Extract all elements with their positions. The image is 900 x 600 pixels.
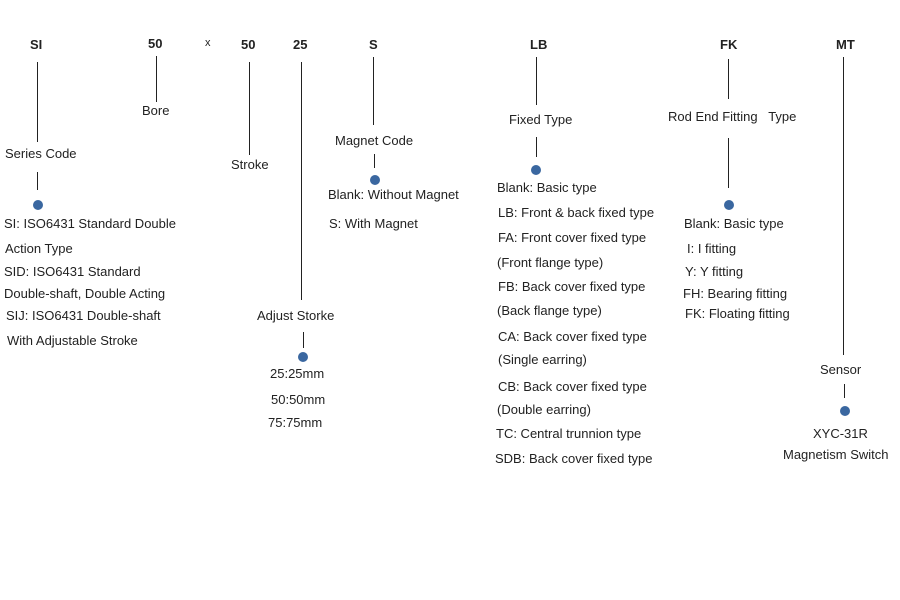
fixed-option: FA: Front cover fixed type: [498, 230, 647, 245]
fixed-option: CB: Back cover fixed type: [498, 379, 647, 394]
sensor-option: Magnetism Switch: [783, 447, 889, 462]
code-fixed: LB: [530, 37, 548, 52]
sensor-label: Sensor: [820, 362, 862, 377]
magnet-option: Blank: Without Magnet: [328, 187, 459, 202]
fixed-option: (Back flange type): [497, 303, 602, 318]
adjust-label: Adjust Storke: [257, 308, 335, 323]
series-option: With Adjustable Stroke: [7, 333, 138, 348]
series-option: Double-shaft, Double Acting: [4, 286, 166, 301]
series-connector-top: [37, 62, 38, 142]
code-sensor: MT: [836, 37, 855, 52]
magnet-label: Magnet Code: [335, 133, 414, 148]
sensor-connector-bottom: [844, 384, 845, 398]
fixed-option: (Single earring): [498, 352, 587, 367]
fixed-option: (Double earring): [497, 402, 591, 417]
fixed-option: SDB: Back cover fixed type: [495, 451, 653, 466]
sensor-option: XYC-31R: [813, 426, 868, 441]
adjust-connector-top: [301, 62, 302, 300]
bore-label: Bore: [142, 103, 170, 118]
adjust-dot: [298, 352, 308, 362]
fixed-option: CA: Back cover fixed type: [498, 329, 647, 344]
code-magnet: S: [369, 37, 378, 52]
rod-end-option: Y: Y fitting: [685, 264, 744, 279]
fixed-option: Blank: Basic type: [497, 180, 597, 195]
bore-connector: [156, 56, 157, 102]
series-dot: [33, 200, 43, 210]
fixed-option: (Front flange type): [497, 255, 604, 270]
rod-end-connector-top: [728, 59, 729, 99]
rod-end-option: FH: Bearing fitting: [683, 286, 788, 301]
adjust-connector-bottom: [303, 332, 304, 348]
adjust-option: 25:25mm: [270, 366, 325, 381]
code-adjust: 25: [293, 37, 308, 52]
fixed-dot: [531, 165, 541, 175]
fixed-option: LB: Front & back fixed type: [498, 205, 655, 220]
series-option: SI: ISO6431 Standard Double: [4, 216, 177, 231]
rod-end-dot: [724, 200, 734, 210]
sensor-connector-top: [843, 57, 844, 355]
fixed-option: FB: Back cover fixed type: [498, 279, 646, 294]
code-stroke: 50: [241, 37, 256, 52]
fixed-option: TC: Central trunnion type: [496, 426, 642, 441]
rod-end-label: Rod End Fitting Type: [668, 109, 797, 124]
adjust-option: 75:75mm: [268, 415, 323, 430]
fixed-label: Fixed Type: [509, 112, 573, 127]
magnet-connector-bottom: [374, 154, 375, 168]
series-label: Series Code: [5, 146, 77, 161]
series-option: Action Type: [5, 241, 73, 256]
fixed-connector-top: [536, 57, 537, 105]
code-times: x: [205, 37, 211, 49]
rod-end-option: I: I fitting: [687, 241, 737, 256]
magnet-dot: [370, 175, 380, 185]
stroke-label: Stroke: [231, 157, 269, 172]
code-series: SI: [30, 37, 43, 52]
series-option: SIJ: ISO6431 Double-shaft: [6, 308, 161, 323]
fixed-connector-bottom: [536, 137, 537, 157]
adjust-option: 50:50mm: [271, 392, 326, 407]
series-option: SID: ISO6431 Standard: [4, 264, 141, 279]
series-connector-bottom: [37, 172, 38, 190]
rod-end-option: Blank: Basic type: [684, 216, 784, 231]
rod-end-connector-bottom: [728, 138, 729, 188]
code-bore: 50: [148, 36, 163, 51]
sensor-dot: [840, 406, 850, 416]
magnet-option: S: With Magnet: [329, 216, 418, 231]
rod-end-option: FK: Floating fitting: [685, 306, 790, 321]
code-rod-end: FK: [720, 37, 738, 52]
stroke-connector: [249, 62, 250, 155]
magnet-connector-top: [373, 57, 374, 125]
